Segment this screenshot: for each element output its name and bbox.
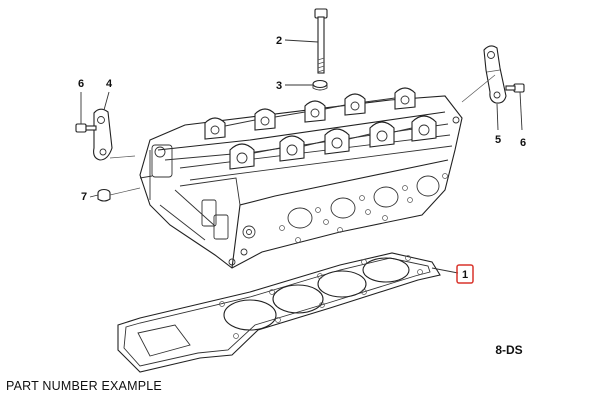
leader-lines — [80, 39, 523, 274]
callout-7[interactable]: 7 — [81, 191, 87, 203]
page-caption: PART NUMBER EXAMPLE — [6, 379, 162, 393]
drawing-code: 8-DS — [495, 343, 522, 357]
lifting-bracket-left[interactable] — [93, 108, 113, 161]
cylinder-head-gasket[interactable] — [117, 252, 441, 373]
callout-1[interactable]: 1 — [462, 269, 468, 281]
lifting-bracket-right[interactable] — [483, 45, 507, 104]
callout-4[interactable]: 4 — [106, 78, 113, 90]
callout-6-left[interactable]: 6 — [78, 78, 84, 90]
screw-left[interactable] — [75, 123, 97, 133]
plug[interactable] — [97, 188, 111, 202]
callout-3[interactable]: 3 — [276, 80, 282, 92]
screw-right[interactable] — [505, 83, 525, 93]
callout-6-right[interactable]: 6 — [520, 137, 526, 149]
cylinder-head[interactable] — [139, 87, 463, 269]
port-row — [279, 173, 448, 243]
cylinder-head-bolt[interactable] — [314, 8, 328, 74]
callout-2[interactable]: 2 — [276, 35, 282, 47]
cam-caps-rear — [204, 87, 416, 140]
cam-caps-front — [229, 115, 437, 170]
highlight-box — [456, 264, 474, 284]
callout-5[interactable]: 5 — [495, 134, 501, 146]
washer[interactable] — [312, 79, 328, 91]
